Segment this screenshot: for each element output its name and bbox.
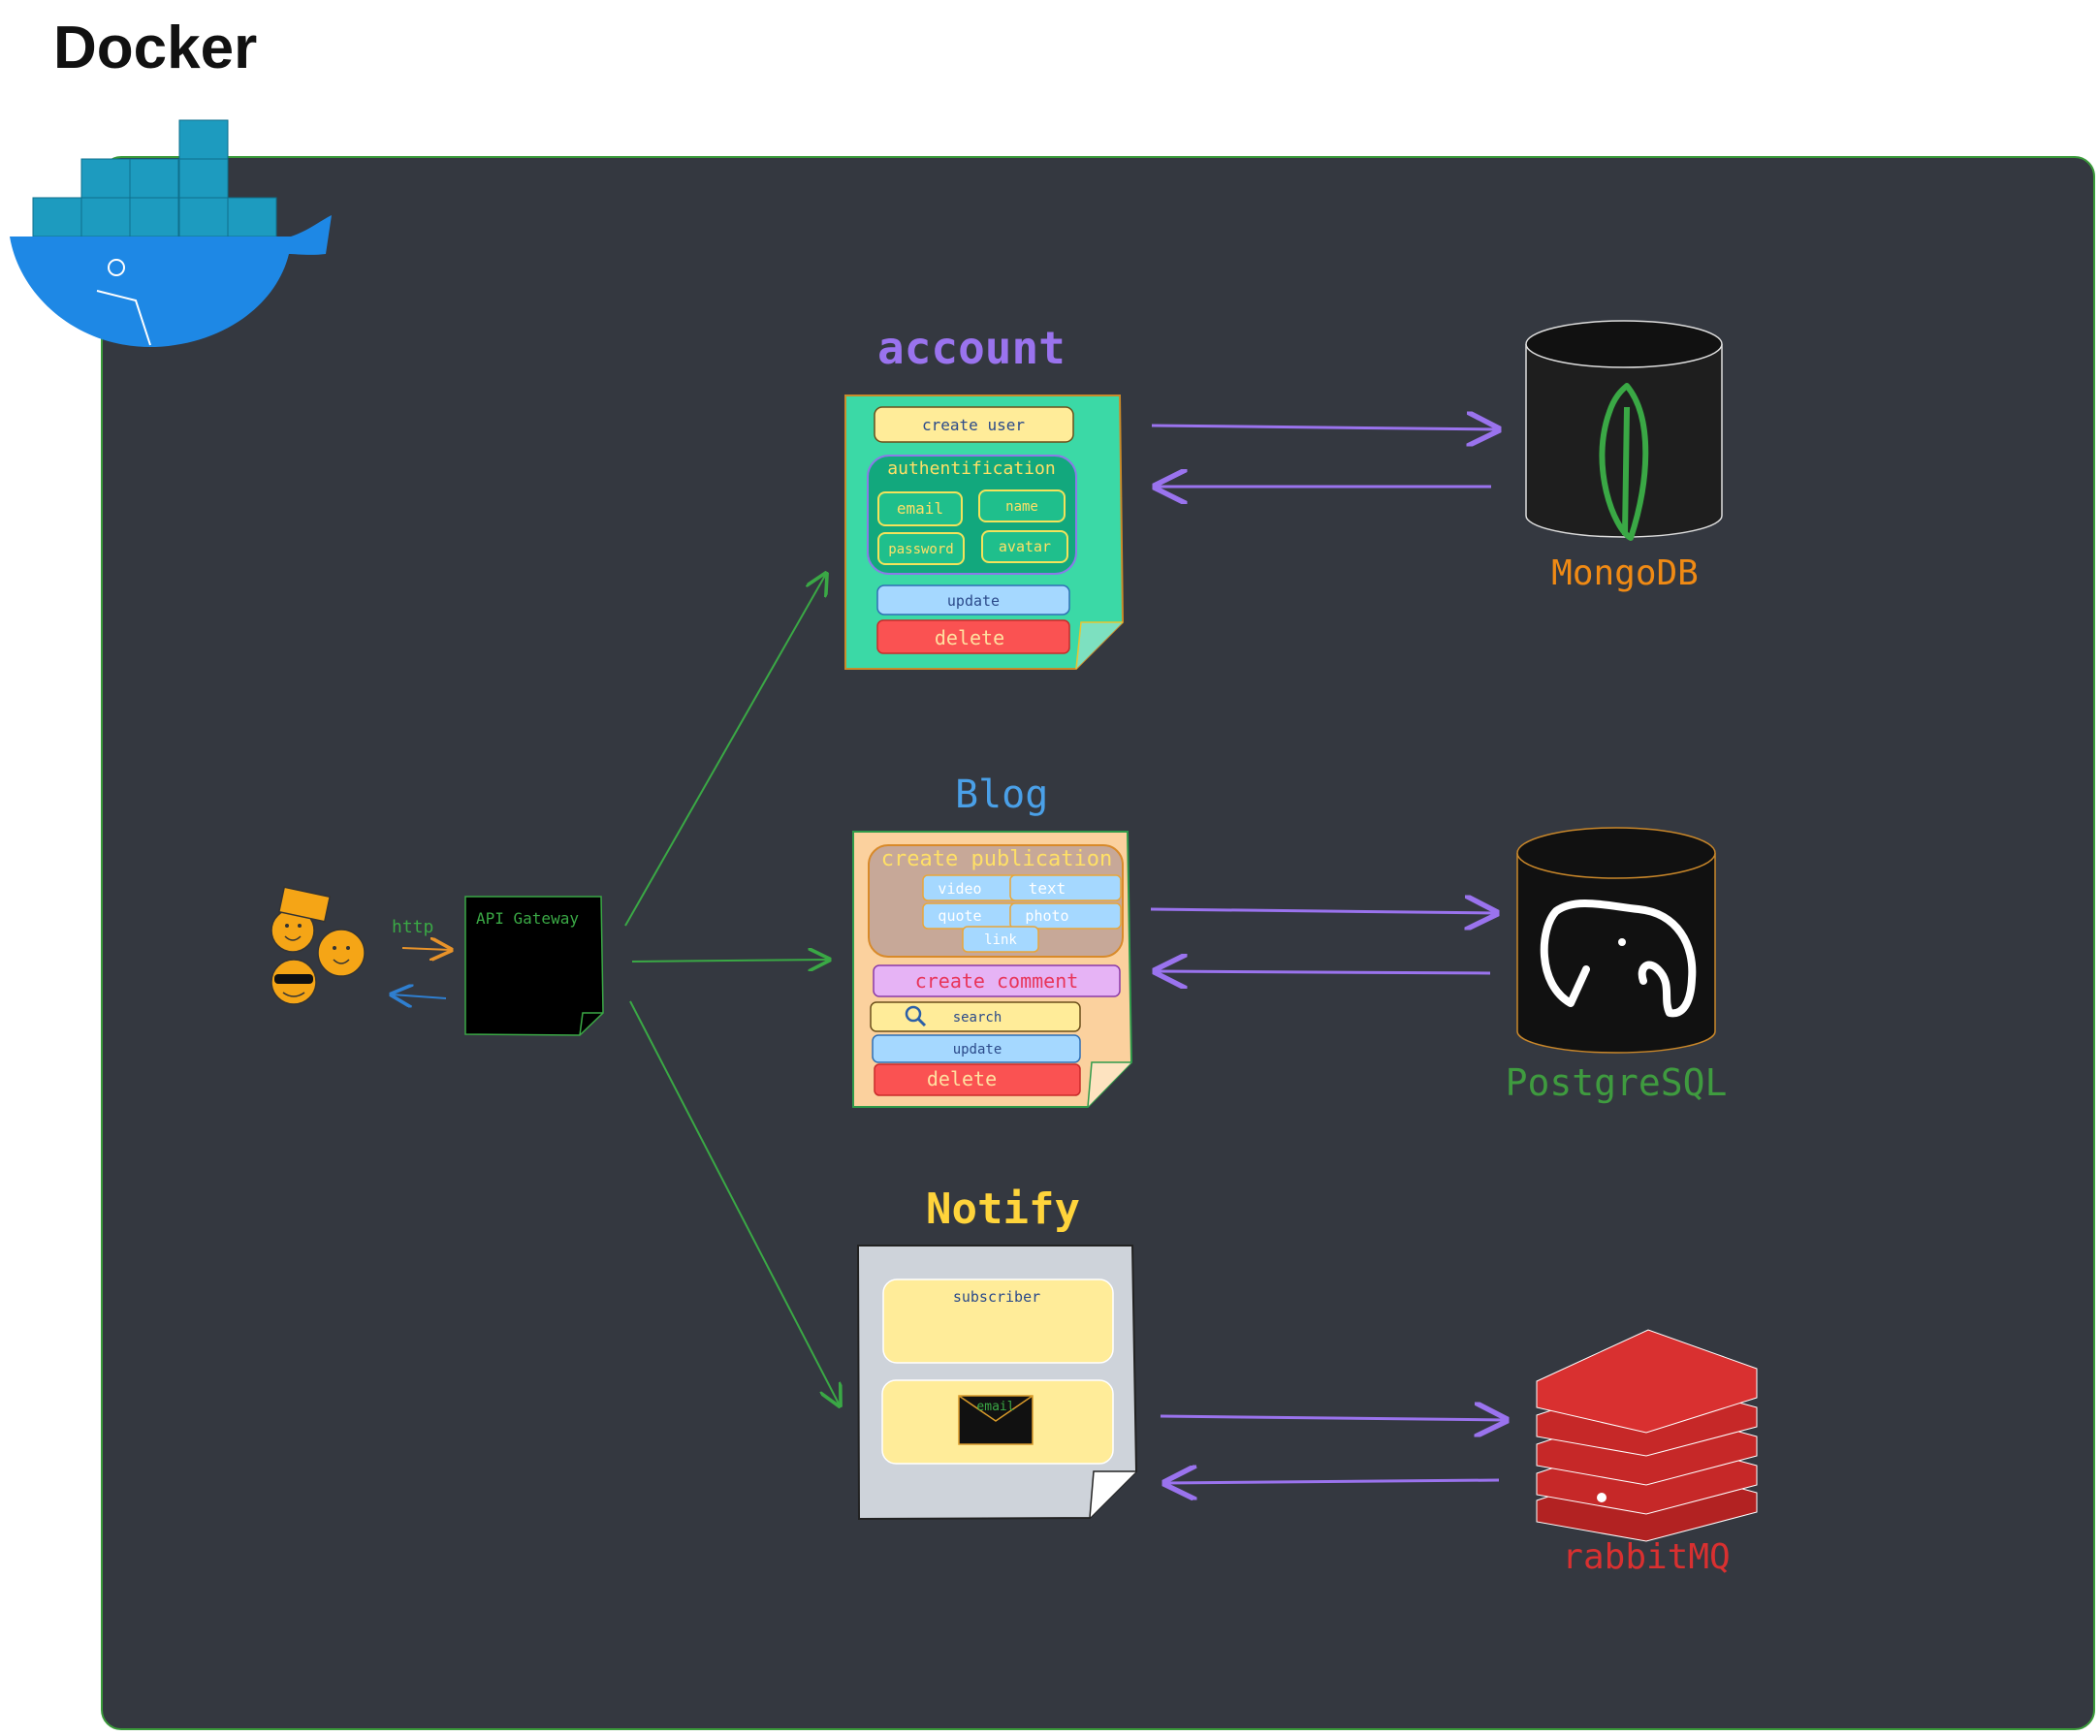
http-response-arrow [392, 994, 447, 998]
api-gateway-label: API Gateway [476, 909, 579, 928]
account-title: account [877, 322, 1066, 374]
svg-text:photo: photo [1025, 907, 1068, 925]
svg-text:avatar: avatar [999, 538, 1051, 555]
account-email-field[interactable] [877, 491, 963, 526]
blog-service-card: create publication video text quote phot… [852, 831, 1133, 1108]
blog-title: Blog [955, 773, 1048, 817]
account-service-card: create user authentification email name … [844, 395, 1125, 670]
postgres-to-blog-arrow [1156, 971, 1491, 973]
gateway-to-blog-arrow [631, 960, 829, 962]
svg-text:delete: delete [927, 1067, 997, 1090]
rabbitmq-stack-icon [1536, 1329, 1758, 1542]
svg-text:create user: create user [922, 416, 1025, 434]
search-icon [905, 1005, 927, 1027]
account-avatar-field[interactable] [981, 530, 1068, 563]
users-icon [270, 886, 366, 1005]
account-update-button[interactable] [876, 584, 1070, 615]
http-request-arrow [401, 948, 451, 950]
svg-text:authentification: authentification [887, 458, 1055, 479]
svg-text:update: update [953, 1042, 1002, 1057]
gateway-to-notify-arrow [629, 1000, 840, 1405]
svg-text:update: update [947, 592, 1000, 610]
svg-text:quote: quote [938, 907, 981, 925]
svg-text:email: email [897, 499, 943, 518]
envelope-icon [958, 1395, 1034, 1445]
svg-text:text: text [1029, 879, 1066, 898]
rabbitmq-label: rabbitMQ [1562, 1537, 1730, 1577]
postgres-node: PostgreSQL [1506, 827, 1728, 1104]
notify-subscriber-panel [882, 1278, 1114, 1364]
svg-text:search: search [953, 1010, 1002, 1026]
svg-text:create comment: create comment [915, 969, 1079, 993]
svg-text:delete: delete [935, 626, 1004, 649]
blog-type-photo[interactable] [1009, 902, 1122, 930]
mongodb-node: MongoDB [1525, 320, 1723, 593]
page-title: Docker [53, 15, 257, 81]
svg-text:email: email [976, 1400, 1014, 1414]
svg-text:link: link [984, 932, 1017, 948]
svg-text:video: video [938, 880, 981, 898]
account-to-mongo-arrow [1151, 426, 1498, 429]
svg-text:create publication: create publication [881, 847, 1112, 871]
notify-service-card: subscriber email [856, 1245, 1138, 1521]
blog-update-button[interactable] [872, 1034, 1081, 1063]
svg-text:password: password [888, 542, 953, 557]
blog-type-link[interactable] [962, 926, 1039, 953]
postgres-elephant-icon [1540, 899, 1697, 1018]
api-gateway-node: API Gateway [464, 896, 604, 1036]
blog-create-comment-button[interactable] [873, 964, 1121, 997]
blog-delete-button[interactable] [874, 1063, 1081, 1096]
blog-type-text[interactable] [1009, 874, 1122, 901]
svg-text:subscriber: subscriber [953, 1288, 1040, 1306]
rabbit-to-notify-arrow [1165, 1480, 1500, 1483]
mongodb-label: MongoDB [1551, 553, 1699, 593]
mongodb-leaf-icon [1599, 383, 1649, 541]
account-delete-button[interactable] [876, 619, 1070, 654]
notify-title: Notify [926, 1184, 1080, 1234]
account-create-user-button[interactable] [874, 406, 1074, 443]
docker-whale-icon [10, 119, 332, 348]
notify-to-rabbit-arrow [1160, 1416, 1506, 1420]
http-label: http [392, 917, 433, 937]
blog-to-postgres-arrow [1150, 909, 1496, 913]
svg-text:name: name [1005, 499, 1038, 515]
gateway-to-account-arrow [624, 574, 826, 927]
account-password-field[interactable] [877, 532, 965, 565]
account-name-field[interactable] [978, 489, 1066, 522]
postgres-label: PostgreSQL [1506, 1061, 1728, 1104]
